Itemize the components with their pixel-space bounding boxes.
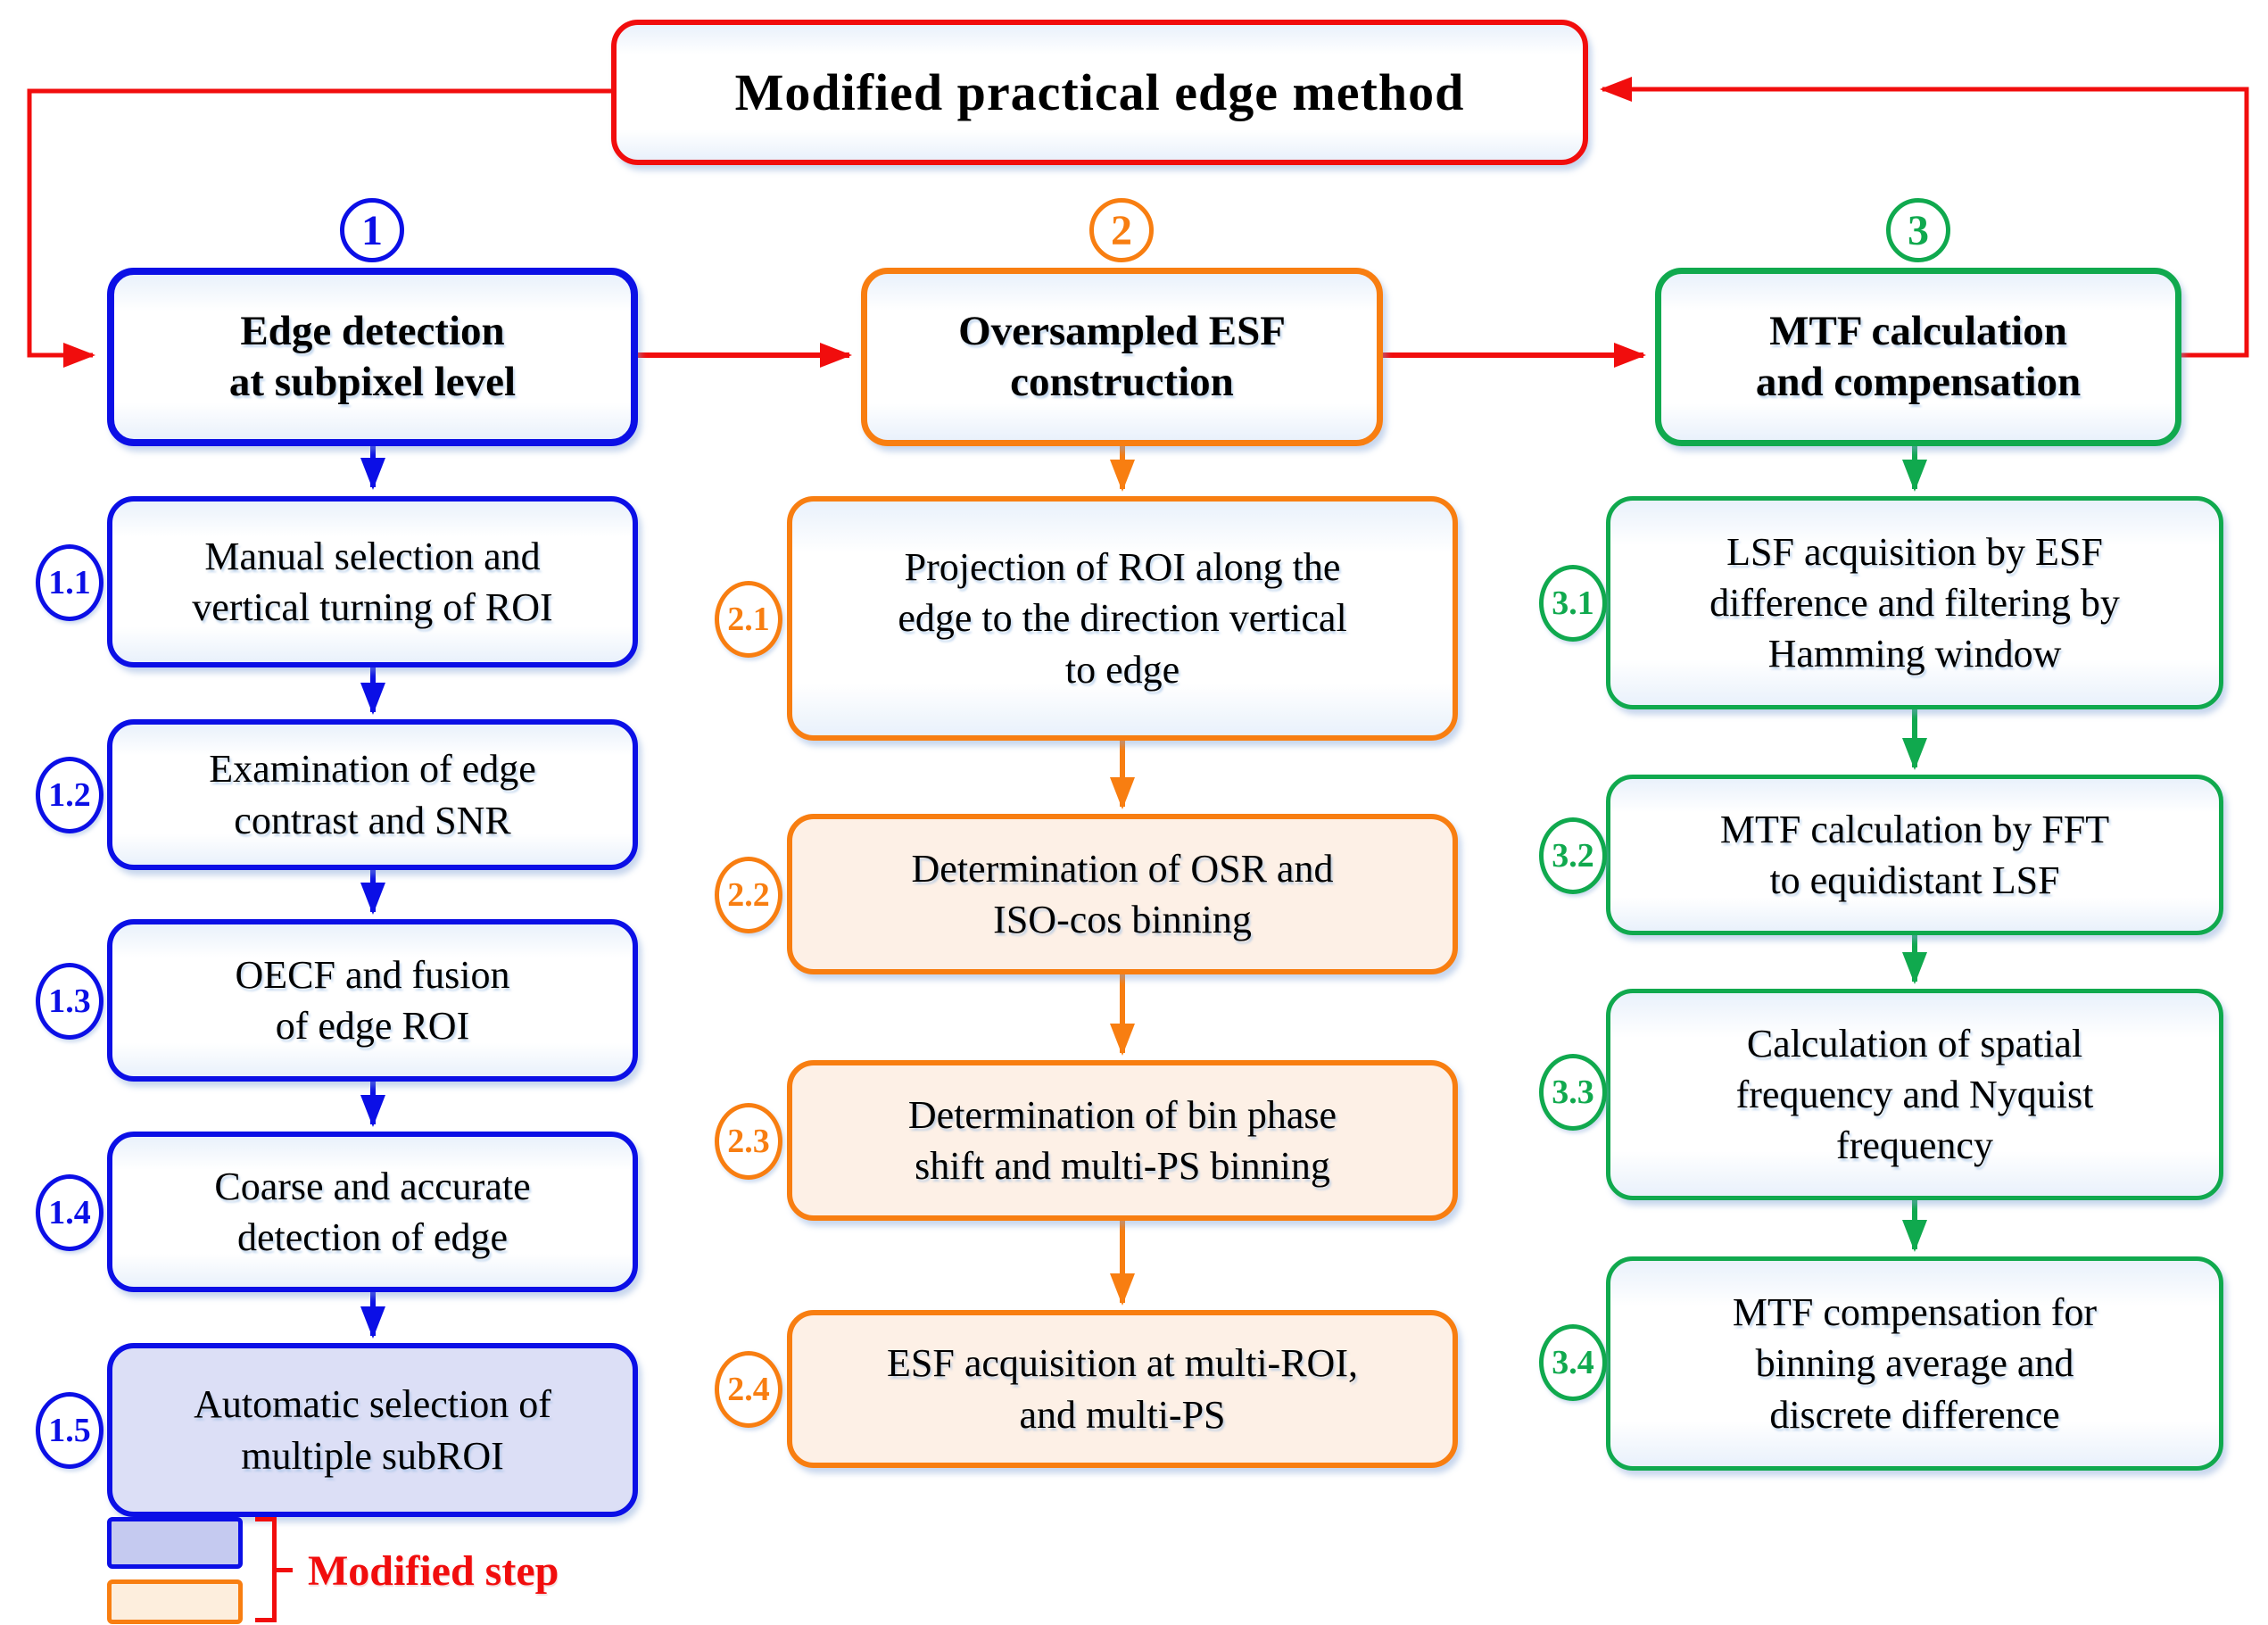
legend-bracket-tick <box>277 1568 293 1572</box>
column-2-circled-number: 2 <box>1089 198 1154 262</box>
column-3-header: MTF calculation and compensation <box>1655 268 2181 446</box>
step-box-1-1: Manual selection and vertical turning of… <box>107 496 638 667</box>
step-box-3-3: Calculation of spatial frequency and Nyq… <box>1606 989 2223 1200</box>
column-1-circled-number: 1 <box>340 198 404 262</box>
step-badge-1-3: 1.3 <box>36 963 103 1040</box>
step-box-1-5-modified: Automatic selection of multiple subROI <box>107 1343 638 1517</box>
column-2-header: Oversampled ESF construction <box>861 268 1383 446</box>
step-box-1-4: Coarse and accurate detection of edge <box>107 1132 638 1292</box>
diagram-title-text: Modified practical edge method <box>734 63 1465 121</box>
step-box-1-2: Examination of edge contrast and SNR <box>107 719 638 870</box>
step-badge-2-4: 2.4 <box>715 1351 782 1428</box>
step-box-1-3: OECF and fusion of edge ROI <box>107 919 638 1082</box>
step-badge-1-5: 1.5 <box>36 1392 103 1469</box>
step-box-2-4-modified: ESF acquisition at multi-ROI, and multi-… <box>787 1310 1458 1468</box>
legend-bracket <box>255 1517 277 1622</box>
step-badge-1-2: 1.2 <box>36 757 103 833</box>
step-badge-2-3: 2.3 <box>715 1103 782 1180</box>
diagram-title: Modified practical edge method <box>611 20 1588 165</box>
step-badge-3-4: 3.4 <box>1539 1324 1607 1401</box>
legend-modified-orange-swatch <box>107 1579 243 1624</box>
step-badge-3-3: 3.3 <box>1539 1054 1607 1131</box>
legend-label: Modified step <box>308 1546 559 1595</box>
step-badge-3-2: 3.2 <box>1539 817 1607 894</box>
step-badge-3-1: 3.1 <box>1539 565 1607 642</box>
step-box-2-3-modified: Determination of bin phase shift and mul… <box>787 1060 1458 1221</box>
step-box-3-2: MTF calculation by FFT to equidistant LS… <box>1606 775 2223 935</box>
column-3-circled-number: 3 <box>1886 198 1950 262</box>
step-badge-1-4: 1.4 <box>36 1174 103 1251</box>
legend-modified-blue-swatch <box>107 1517 243 1569</box>
column-1-header: Edge detection at subpixel level <box>107 268 638 446</box>
step-badge-2-1: 2.1 <box>715 581 782 658</box>
step-box-2-2-modified: Determination of OSR and ISO-cos binning <box>787 814 1458 974</box>
step-box-2-1: Projection of ROI along the edge to the … <box>787 496 1458 741</box>
step-box-3-1: LSF acquisition by ESF difference and fi… <box>1606 496 2223 709</box>
step-badge-2-2: 2.2 <box>715 857 782 933</box>
step-badge-1-1: 1.1 <box>36 544 103 621</box>
step-box-3-4: MTF compensation for binning average and… <box>1606 1256 2223 1471</box>
